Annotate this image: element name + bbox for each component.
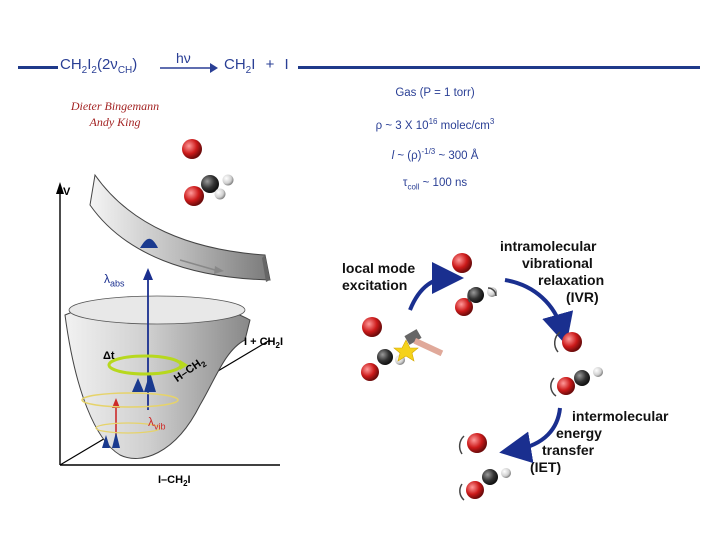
condition-pressure: Gas (P = 1 torr): [395, 87, 475, 99]
condition-distance: l ~ (ρ)-1/3 ~ 300 Å: [391, 147, 479, 162]
product-1: CH2I: [224, 56, 256, 76]
axes: [56, 182, 280, 466]
vibrational-levels: [81, 392, 179, 434]
iet-line-4: (IET): [530, 459, 562, 475]
ivr-line-3: relaxation: [538, 272, 605, 288]
process-cycle: [361, 253, 603, 501]
author-2: Andy King: [89, 115, 141, 129]
arrow-excitation-to-ivr: [408, 262, 464, 311]
i-ch2i-label: I + CH2I: [244, 336, 283, 351]
ivr-label: intramolecular vibrational relaxation (I…: [500, 238, 604, 306]
excited-state-surface: [89, 173, 271, 282]
plus-sign: +: [265, 56, 275, 73]
ivr-line-4: (IVR): [566, 289, 599, 305]
iet-line-3: transfer: [542, 442, 595, 458]
reactant: CH2I2(2νCH): [60, 56, 138, 76]
photon-label: hν: [176, 50, 191, 66]
authors: Dieter Bingemann Andy King: [50, 98, 180, 130]
arrow-iet: [499, 407, 562, 464]
iet-line-1: intermolecular: [572, 408, 669, 424]
lambda-abs-label: λabs: [104, 272, 125, 289]
carbon-atom: [201, 175, 219, 193]
ground-state-surface: [64, 295, 251, 459]
iodine-atom-bottom: [184, 186, 204, 206]
iodine-atom-top: [182, 139, 202, 159]
header-line-left: [18, 66, 58, 69]
molecule-iet: [458, 433, 511, 501]
molecule-relaxed: [550, 331, 603, 397]
header-line-right: [298, 66, 700, 69]
local-mode-line-2: excitation: [342, 277, 408, 293]
potential-energy-surface: [56, 173, 280, 466]
hydrogen-atoms: [214, 174, 234, 200]
reaction-equation: CH2I2(2νCH): [60, 56, 137, 82]
molecule-ivr: [452, 253, 497, 316]
product-2: I: [284, 56, 289, 73]
v-axis-label: V: [63, 186, 71, 198]
molecule-excitation: [361, 317, 444, 381]
ivr-line-2: vibrational: [522, 255, 593, 271]
local-mode-line-1: local mode: [342, 260, 416, 276]
delta-t-rotation: [107, 354, 188, 376]
arrow-ivr-to-relaxed: [504, 278, 574, 346]
hammer-icon: [404, 329, 444, 357]
wavepackets: [102, 372, 156, 448]
ivr-line-1: intramolecular: [500, 238, 597, 254]
local-mode-label: local mode excitation: [342, 260, 415, 294]
delta-t-label: Δt: [103, 350, 115, 362]
condition-collision-time: τcoll ~ 100 ns: [402, 177, 468, 192]
molecule-top: [182, 139, 234, 206]
author-1: Dieter Bingemann: [70, 99, 160, 113]
reaction-arrow: [160, 63, 218, 73]
condition-density: ρ ~ 3 X 1016 molec/cm3: [375, 117, 495, 132]
lambda-vib-label: λvib: [148, 415, 166, 432]
products: CH2I + I: [224, 56, 289, 82]
iet-label: intermolecular energy transfer (IET): [530, 408, 668, 476]
i-ch2i-axis-label: I–CH2I: [158, 474, 191, 489]
iet-line-2: energy: [556, 425, 602, 441]
